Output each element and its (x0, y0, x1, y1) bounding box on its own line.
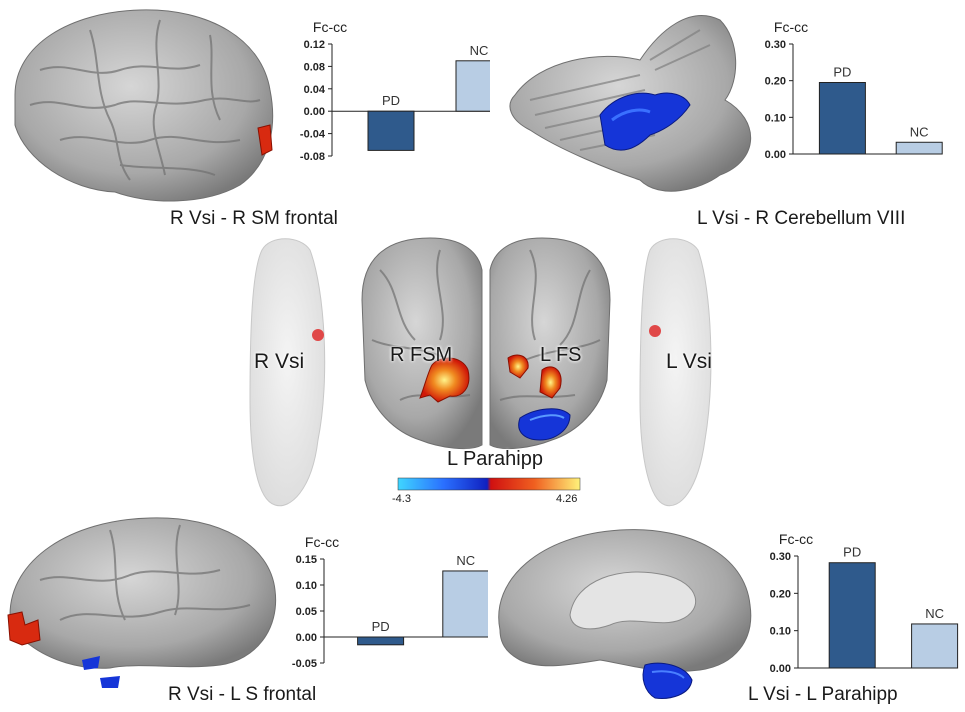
bar-nc (911, 623, 959, 669)
y-tick-label: 0.04 (304, 84, 326, 96)
bar-label-nc: NC (925, 606, 944, 621)
y-tick-label: 0.08 (304, 61, 325, 73)
colorbar (397, 477, 581, 491)
bar-chart-3: Fc-cc 0.15 0.10 0.05 0.00 -0.05 PD NC (278, 533, 490, 678)
brain-top-left (14, 9, 274, 202)
bar-chart-2: Fc-cc 0.30 0.20 0.10 0.00 PD NC (755, 18, 965, 173)
y-tick-label: 0.00 (770, 663, 791, 675)
y-tick-label: 0.12 (304, 39, 325, 51)
colorbar-max-label: 4.26 (556, 493, 578, 505)
y-tick-label: 0.20 (765, 76, 786, 88)
colorbar-min-label: -4.3 (392, 493, 411, 505)
bar-chart-2-svg: Fc-cc 0.30 0.20 0.10 0.00 PD NC (765, 19, 943, 161)
y-tick-label: 0.30 (770, 551, 791, 563)
bar-pd (818, 82, 866, 155)
y-axis-label: Fc-cc (313, 19, 347, 35)
brain-bottom-left (7, 517, 277, 688)
y-tick-label: -0.05 (292, 658, 317, 670)
brain-bottom-right (498, 529, 752, 699)
y-tick-label: 0.10 (765, 112, 786, 124)
y-axis-label: Fc-cc (305, 534, 339, 550)
bar-pd (357, 636, 405, 646)
bar-nc (442, 570, 490, 638)
caption-panel-2: L Vsi - R Cerebellum VIII (697, 208, 906, 229)
bar-chart-1-svg: Fc-cc 0.12 0.08 0.04 0.00 -0.04 -0.08 PD NC (300, 19, 503, 163)
bar-chart-4: Fc-cc 0.30 0.20 0.10 0.00 PD NC (768, 530, 965, 680)
bar-chart-3-svg: Fc-cc 0.15 0.10 0.05 0.00 -0.05 PD NC (292, 534, 490, 670)
bar-label-nc: NC (910, 124, 929, 139)
y-tick-label: 0.00 (296, 632, 317, 644)
y-tick-label: 0.10 (296, 580, 317, 592)
bar-pd (828, 562, 876, 669)
brain-center-posterior (361, 237, 611, 450)
y-tick-label: 0.20 (770, 588, 791, 600)
y-tick-label: 0.10 (770, 626, 791, 638)
bar-chart-4-svg: Fc-cc 0.30 0.20 0.10 0.00 PD NC (770, 531, 959, 675)
bar-label-nc: NC (456, 553, 475, 568)
bar-label-pd: PD (843, 545, 861, 560)
brain-center-left-glass (249, 238, 326, 507)
bar-label-pd: PD (372, 619, 390, 634)
caption-panel-3: R Vsi - L S frontal (168, 684, 317, 705)
region-label-l-fs: L FS (540, 344, 582, 366)
y-tick-label: -0.04 (300, 129, 326, 141)
brain-top-right (509, 15, 752, 192)
y-tick-label: 0.15 (296, 554, 317, 566)
y-tick-label: 0.30 (765, 39, 786, 51)
bar-label-nc: NC (470, 43, 489, 58)
region-label-r-fsm: R FSM (390, 344, 453, 366)
bar-pd (367, 110, 415, 151)
y-axis-label: Fc-cc (779, 531, 813, 547)
caption-panel-1: R Vsi - R SM frontal (170, 208, 338, 229)
bar-label-pd: PD (833, 65, 851, 80)
bar-nc (895, 141, 943, 155)
bar-label-pd: PD (382, 93, 400, 108)
region-label-l-parahipp: L Parahipp (447, 448, 543, 470)
y-axis-label: Fc-cc (774, 19, 808, 35)
y-tick-label: -0.08 (300, 151, 325, 163)
y-tick-label: 0.00 (304, 106, 325, 118)
left-seed-label: R Vsi (254, 350, 305, 373)
caption-panel-4: L Vsi - L Parahipp (748, 684, 898, 705)
right-seed-label: L Vsi (666, 350, 712, 373)
bar-nc (455, 60, 503, 112)
bar-chart-1: Fc-cc 0.12 0.08 0.04 0.00 -0.04 -0.08 PD NC (280, 18, 503, 173)
y-tick-label: 0.00 (765, 149, 786, 161)
y-tick-label: 0.05 (296, 606, 317, 618)
brain-center-right-glass (639, 238, 712, 507)
